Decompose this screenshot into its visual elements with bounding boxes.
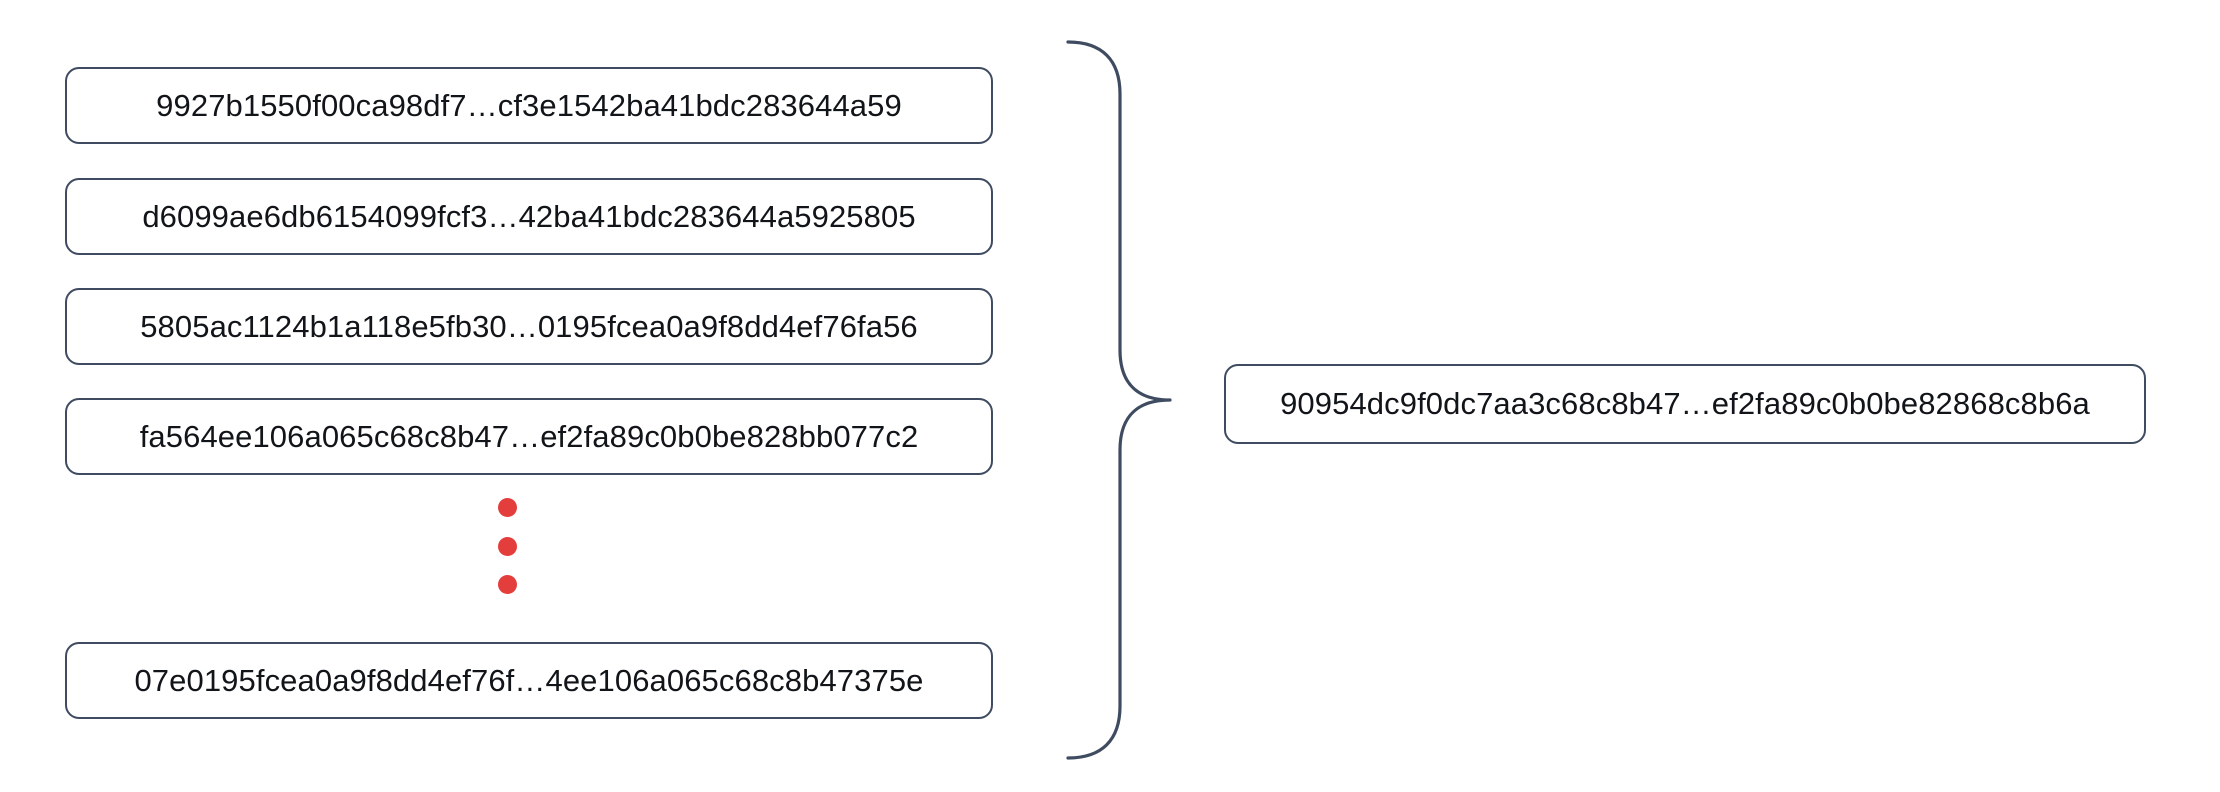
curly-brace-svg	[1066, 40, 1172, 760]
input-hash-box-2[interactable]: d6099ae6db6154099fcf3…42ba41bdc283644a59…	[65, 178, 993, 255]
input-hash-box-4[interactable]: fa564ee106a065c68c8b47…ef2fa89c0b0be828b…	[65, 398, 993, 475]
input-hash-label-3: 5805ac1124b1a118e5fb30…0195fcea0a9f8dd4e…	[140, 308, 918, 344]
ellipsis-dot-1	[498, 498, 517, 517]
input-hash-label-2: d6099ae6db6154099fcf3…42ba41bdc283644a59…	[142, 198, 916, 234]
ellipsis-dot-3	[498, 575, 517, 594]
input-hash-label-1: 9927b1550f00ca98df7…cf3e1542ba41bdc28364…	[156, 87, 902, 123]
output-hash-label: 90954dc9f0dc7aa3c68c8b47…ef2fa89c0b0be82…	[1280, 386, 2090, 421]
curly-brace-icon	[1040, 20, 1200, 780]
input-hash-box-3[interactable]: 5805ac1124b1a118e5fb30…0195fcea0a9f8dd4e…	[65, 288, 993, 365]
input-hash-box-1[interactable]: 9927b1550f00ca98df7…cf3e1542ba41bdc28364…	[65, 67, 993, 144]
ellipsis-dot-2	[498, 537, 517, 556]
input-hash-label-5: 07e0195fcea0a9f8dd4ef76f…4ee106a065c68c8…	[134, 662, 924, 698]
output-hash-box[interactable]: 90954dc9f0dc7aa3c68c8b47…ef2fa89c0b0be82…	[1224, 364, 2146, 444]
input-hash-label-4: fa564ee106a065c68c8b47…ef2fa89c0b0be828b…	[139, 418, 919, 454]
vertical-ellipsis-icon	[498, 498, 518, 594]
input-hash-box-5[interactable]: 07e0195fcea0a9f8dd4ef76f…4ee106a065c68c8…	[65, 642, 993, 719]
